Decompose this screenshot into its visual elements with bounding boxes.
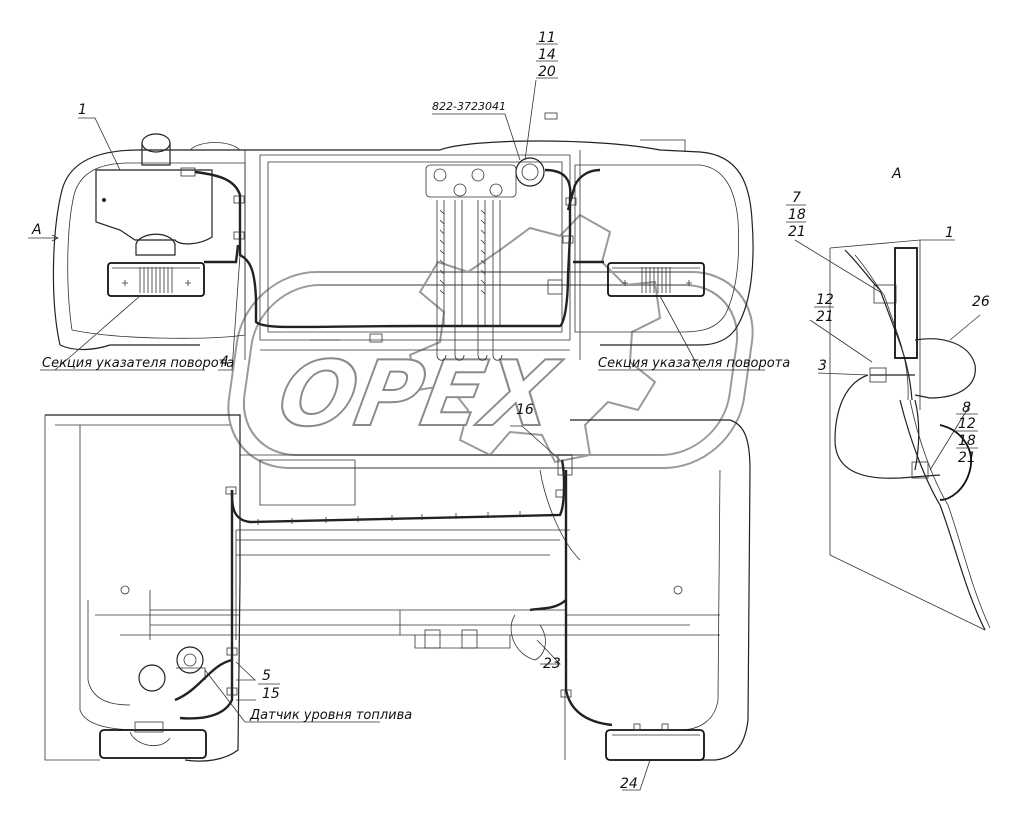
callout-11: 11 [538, 30, 556, 46]
fuel-sensor-label: Датчик уровня топлива [249, 708, 412, 723]
view-a-title: A [891, 166, 902, 182]
callout-14: 14 [538, 47, 556, 63]
chassis-rear-view [44, 414, 751, 762]
callout-23: 23 [543, 656, 561, 672]
callout-4: 4 [220, 354, 229, 370]
view-a-callout-3: 3 [818, 358, 827, 374]
turn-signal-label-left: Секция указателя поворота [42, 356, 234, 371]
lower-harness [230, 459, 566, 524]
right-turn-signal-section [607, 262, 705, 297]
left-rear-lamp [99, 721, 207, 759]
right-rear-lamp [605, 723, 705, 761]
part-code-label: 822-3723041 [432, 100, 506, 113]
view-a-callout-21c: 21 [958, 450, 976, 466]
opex-watermark: OPEX [227, 213, 754, 469]
view-a-callout-8: 8 [962, 400, 971, 416]
fuel-level-sensor [138, 646, 206, 692]
view-a-callout-18a: 18 [788, 207, 806, 223]
view-a-callout-18b: 18 [958, 433, 976, 449]
callout-16: 16 [516, 402, 534, 418]
view-a-callout-12a: 12 [816, 292, 834, 308]
callout-24: 24 [620, 776, 638, 792]
washer-tank [95, 133, 213, 256]
upper-harness [194, 168, 572, 329]
turn-signal-label-right: Секция указателя поворота [598, 356, 790, 371]
view-a-callout-21b: 21 [816, 309, 834, 325]
watermark-text: OPEX [271, 343, 567, 447]
view-a-callout-26: 26 [972, 294, 990, 310]
callout-1: 1 [78, 102, 87, 118]
view-a-callout-12b: 12 [958, 416, 976, 432]
view-a-callout-7: 7 [792, 190, 801, 206]
leader-lines [28, 79, 981, 791]
connector-block [425, 157, 545, 361]
detail-view-a [829, 239, 991, 631]
labels: 822-3723041 11 14 20 1 A Секция указател… [31, 30, 990, 792]
left-turn-signal-section [107, 262, 205, 297]
arrow-a-label: A [31, 222, 42, 238]
cab-rear-view [52, 112, 754, 361]
callout-20: 20 [538, 64, 556, 80]
callout-5: 5 [262, 668, 271, 684]
view-a-callout-1: 1 [945, 225, 954, 241]
view-a-callout-21a: 21 [788, 224, 806, 240]
callout-15: 15 [262, 686, 280, 702]
